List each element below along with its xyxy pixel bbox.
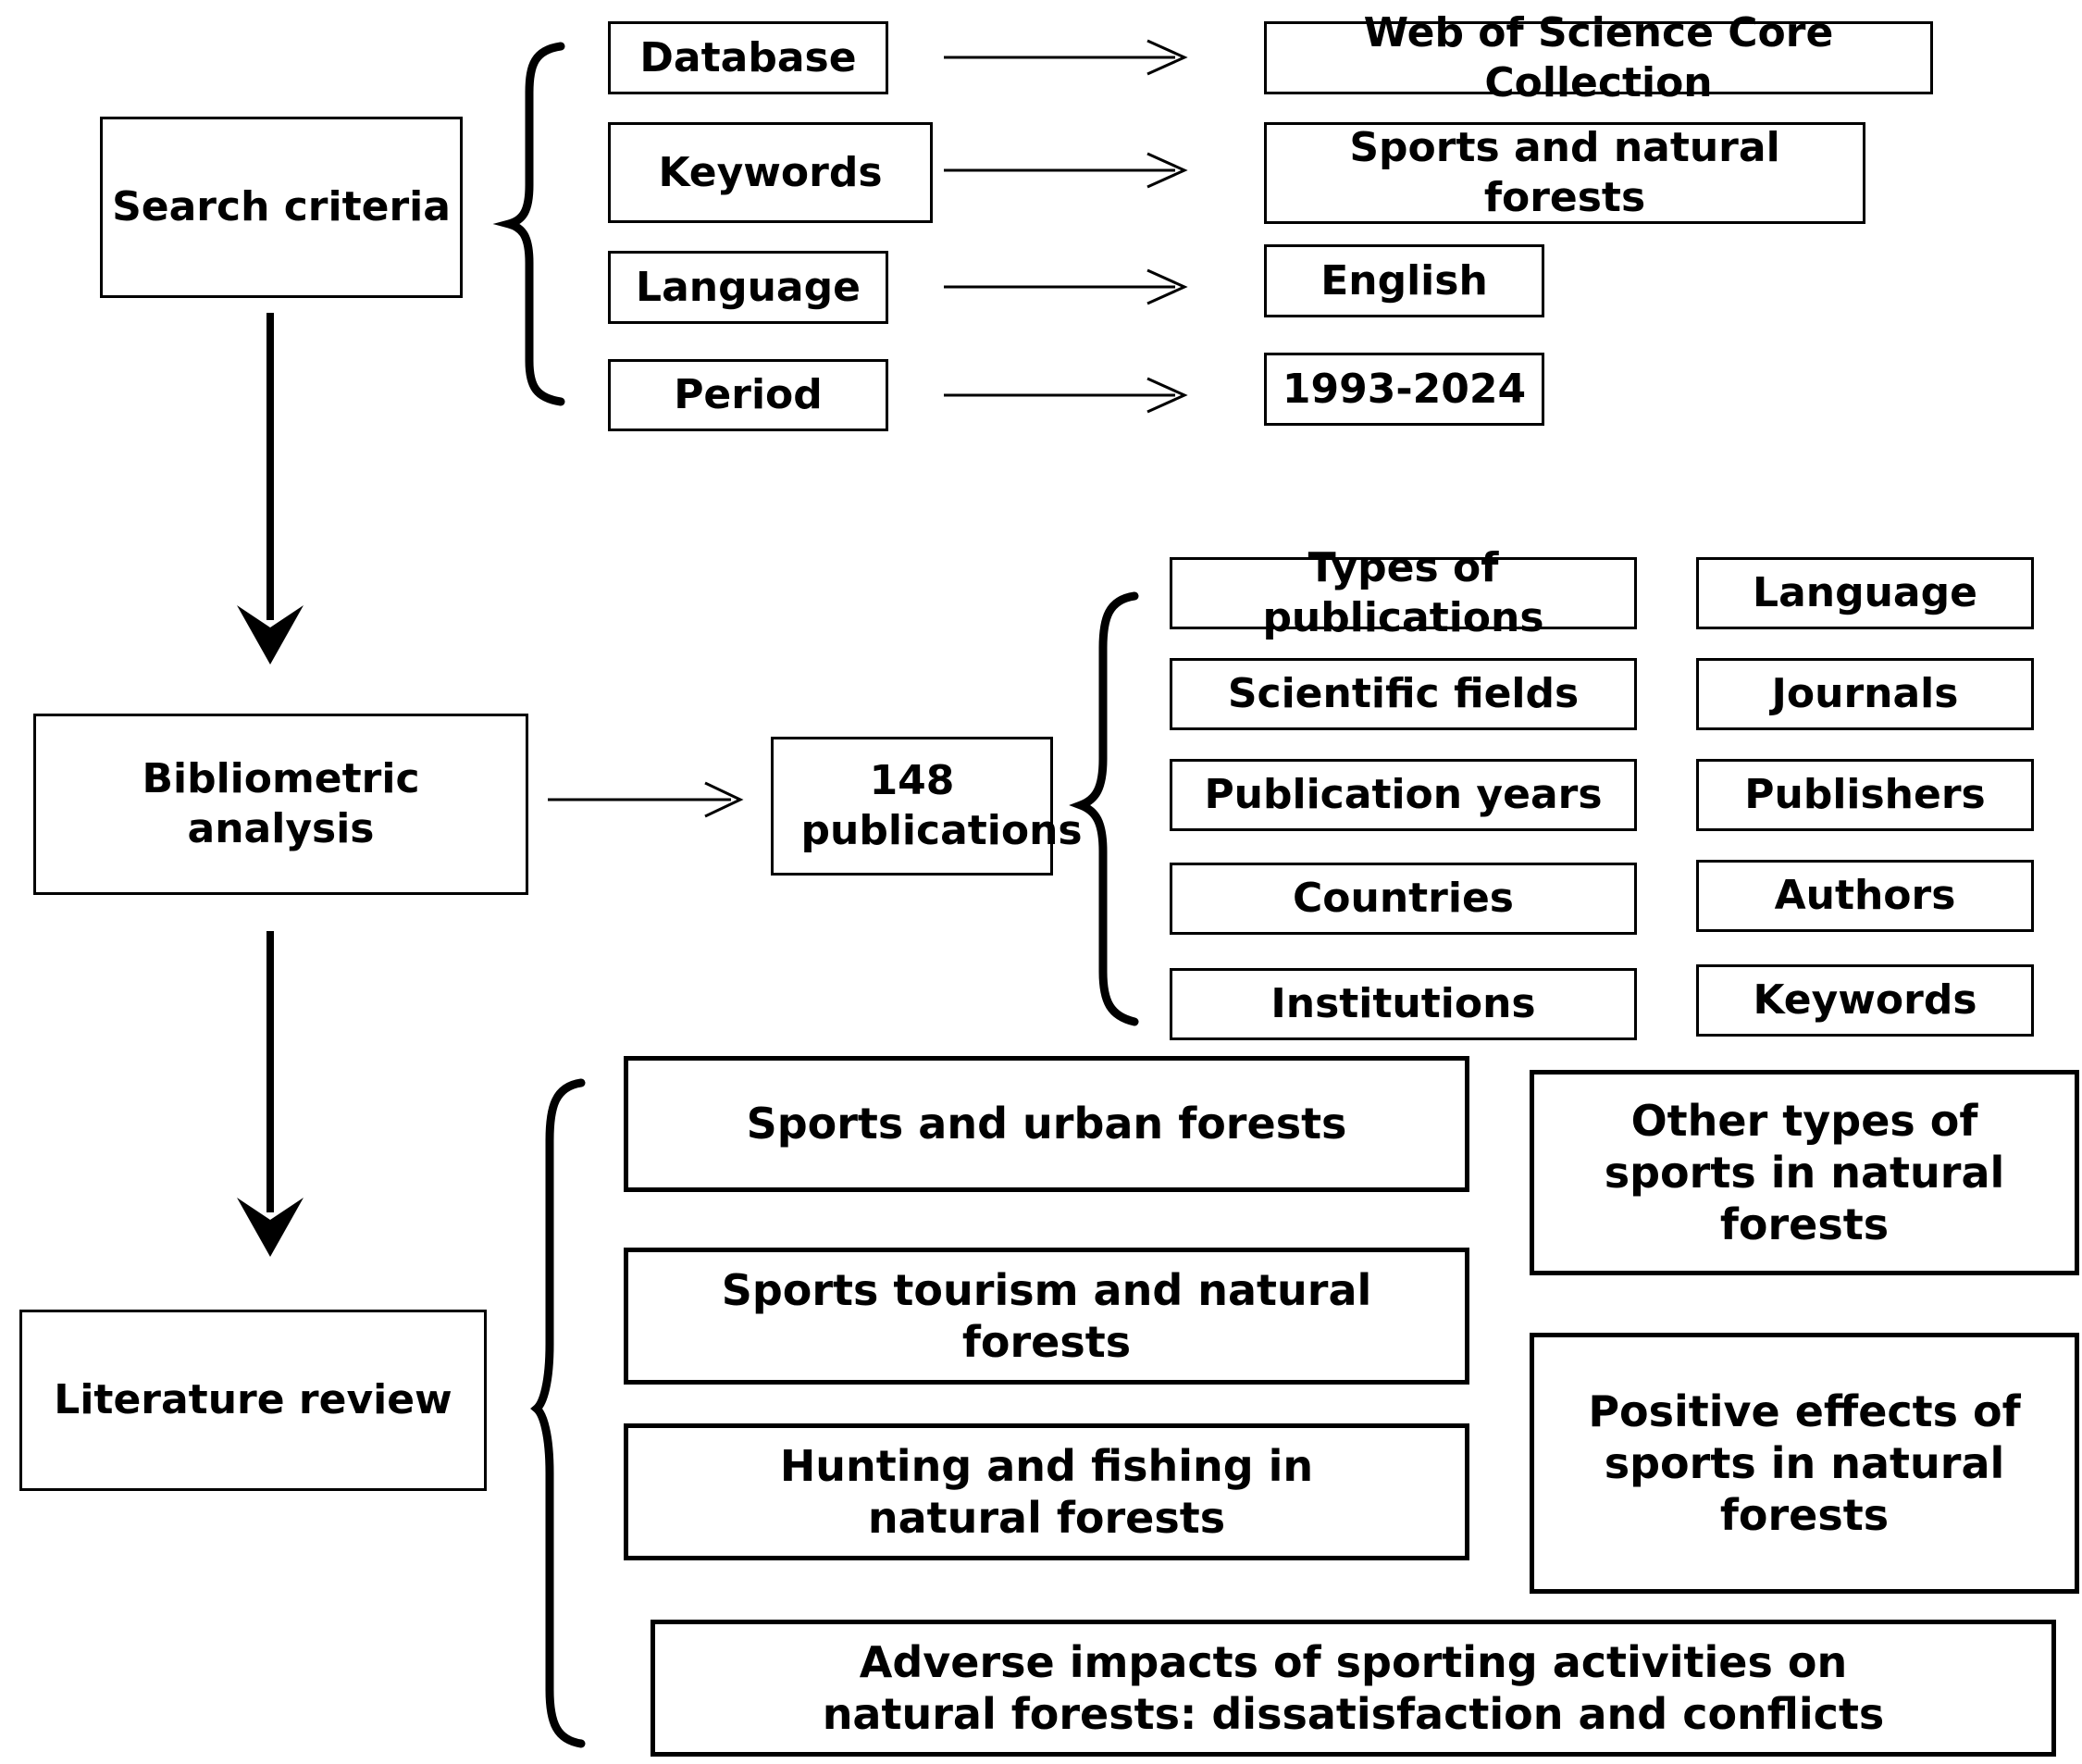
flow-arrowhead-2 <box>237 1198 304 1257</box>
arrowhead-keywords <box>1146 152 1188 189</box>
flow-arrowhead-1 <box>237 605 304 665</box>
review-topic-3: Other types of sports in natural forests <box>1530 1070 2079 1275</box>
publication-count-box: 148 publications <box>771 737 1083 876</box>
bibliometric-analysis-title: Bibliometric analysis <box>142 755 420 852</box>
aspect-right-1: Journals <box>1696 658 2034 730</box>
criteria-label-language: Language <box>608 251 888 324</box>
review-topic-4: Positive effects of sports in natural fo… <box>1530 1333 2079 1594</box>
aspect-left-1: Scientific fields <box>1170 658 1637 730</box>
review-topic-0: Sports and urban forests <box>624 1056 1469 1192</box>
arrowhead-period <box>1146 377 1188 414</box>
brace-search <box>492 42 565 406</box>
arrowhead-bibliometric-count <box>704 781 744 818</box>
brace-review <box>530 1078 586 1748</box>
flow-arrows <box>237 313 304 1257</box>
literature-review-box: Literature review <box>19 1310 487 1491</box>
literature-review-title: Literature review <box>54 1376 452 1424</box>
criteria-label-period: Period <box>608 359 888 431</box>
braces <box>492 42 1139 1748</box>
aspect-left-0: Types of publications <box>1170 544 1637 641</box>
review-topic-5: Adverse impacts of sporting activities o… <box>651 1620 2056 1757</box>
criteria-value-keywords: Sports and natural forests <box>1264 122 1865 224</box>
bibliometric-analysis-box: Bibliometric analysis <box>33 714 528 895</box>
aspect-left-3: Countries <box>1170 863 1637 935</box>
publication-count: 148 publications <box>800 757 1083 854</box>
aspect-right-0: Language <box>1696 557 2034 629</box>
search-criteria-title: Search criteria <box>112 183 451 231</box>
criteria-value-period: 1993-2024 <box>1264 353 1544 426</box>
criteria-label-database: Database <box>608 21 888 94</box>
review-topic-2: Hunting and fishing in natural forests <box>624 1423 1469 1560</box>
aspect-right-4: Keywords <box>1696 964 2034 1037</box>
aspect-left-2: Publication years <box>1170 759 1637 831</box>
aspect-left-4: Institutions <box>1170 968 1637 1040</box>
criteria-value-database: Web of Science Core Collection <box>1264 9 1933 106</box>
arrowhead-language <box>1146 268 1188 305</box>
review-topic-1: Sports tourism and natural forests <box>624 1248 1469 1385</box>
brace-bibliometric <box>1069 591 1139 1026</box>
aspect-right-2: Publishers <box>1696 759 2034 831</box>
aspect-right-3: Authors <box>1696 860 2034 932</box>
criteria-arrows <box>548 39 1188 818</box>
criteria-value-language: English <box>1264 244 1544 317</box>
arrowhead-database <box>1146 39 1188 76</box>
criteria-label-keywords: Keywords <box>608 122 933 223</box>
search-criteria-box: Search criteria <box>100 117 463 298</box>
